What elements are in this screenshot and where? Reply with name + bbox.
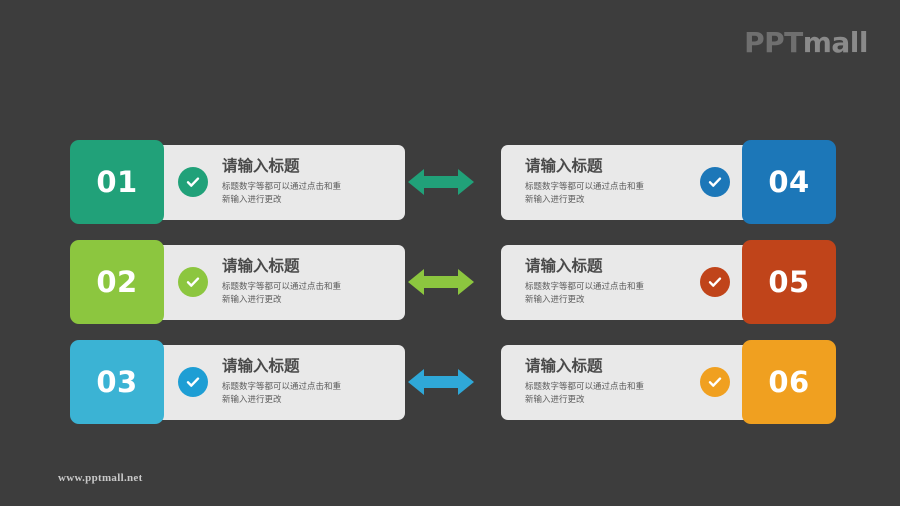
panel-title: 请输入标题 (222, 256, 300, 275)
panel-title: 请输入标题 (525, 356, 603, 375)
panel-title: 请输入标题 (525, 156, 603, 175)
panel-desc-line1: 标题数字等都可以通过点击和重 (525, 282, 645, 293)
row-right-group[interactable]: 请输入标题 标题数字等都可以通过点击和重 新输入进行更改 05 (501, 240, 836, 324)
diagram-row: 03 请输入标题 标题数字等都可以通过点击和重 新输入进行更改 (0, 340, 900, 424)
row-left-group[interactable]: 02 请输入标题 标题数字等都可以通过点击和重 新输入进行更改 (70, 240, 405, 324)
text-block: 请输入标题 标题数字等都可以通过点击和重 新输入进行更改 (517, 157, 700, 208)
number-label: 03 (96, 365, 138, 399)
number-label: 06 (768, 365, 810, 399)
check-icon (700, 367, 730, 397)
text-panel-left[interactable]: 请输入标题 标题数字等都可以通过点击和重 新输入进行更改 (160, 144, 405, 220)
panel-desc-line1: 标题数字等都可以通过点击和重 (222, 382, 342, 393)
text-block: 请输入标题 标题数字等都可以通过点击和重 新输入进行更改 (517, 357, 700, 408)
row-right-group[interactable]: 请输入标题 标题数字等都可以通过点击和重 新输入进行更改 04 (501, 140, 836, 224)
panel-title: 请输入标题 (525, 256, 603, 275)
number-label: 05 (768, 265, 810, 299)
check-icon (700, 167, 730, 197)
panel-desc-line2: 新输入进行更改 (222, 295, 282, 306)
number-badge-02[interactable]: 02 (70, 240, 164, 324)
panel-desc-line2: 新输入进行更改 (525, 395, 585, 406)
panel-desc-line1: 标题数字等都可以通过点击和重 (222, 182, 342, 193)
check-icon (178, 167, 208, 197)
text-panel-right[interactable]: 请输入标题 标题数字等都可以通过点击和重 新输入进行更改 (501, 344, 746, 420)
row-left-group[interactable]: 01 请输入标题 标题数字等都可以通过点击和重 新输入进行更改 (70, 140, 405, 224)
text-panel-right[interactable]: 请输入标题 标题数字等都可以通过点击和重 新输入进行更改 (501, 144, 746, 220)
text-block: 请输入标题 标题数字等都可以通过点击和重 新输入进行更改 (517, 257, 700, 308)
panel-desc-line1: 标题数字等都可以通过点击和重 (222, 282, 342, 293)
text-panel-left[interactable]: 请输入标题 标题数字等都可以通过点击和重 新输入进行更改 (160, 344, 405, 420)
footer-url: www.pptmall.net (58, 472, 143, 484)
text-panel-right[interactable]: 请输入标题 标题数字等都可以通过点击和重 新输入进行更改 (501, 244, 746, 320)
number-label: 04 (768, 165, 810, 199)
panel-desc-line2: 新输入进行更改 (222, 195, 282, 206)
check-icon (178, 267, 208, 297)
double-arrow-blue (405, 365, 477, 399)
text-block: 请输入标题 标题数字等都可以通过点击和重 新输入进行更改 (208, 357, 351, 408)
number-label: 01 (96, 165, 138, 199)
panel-title: 请输入标题 (222, 156, 300, 175)
diagram-row: 01 请输入标题 标题数字等都可以通过点击和重 新输入进行更改 (0, 140, 900, 224)
number-badge-03[interactable]: 03 (70, 340, 164, 424)
text-panel-left[interactable]: 请输入标题 标题数字等都可以通过点击和重 新输入进行更改 (160, 244, 405, 320)
check-icon (700, 267, 730, 297)
panel-desc-line2: 新输入进行更改 (222, 395, 282, 406)
logo-text-main: PPT (744, 26, 803, 59)
diagram-rows: 01 请输入标题 标题数字等都可以通过点击和重 新输入进行更改 (0, 140, 900, 440)
text-block: 请输入标题 标题数字等都可以通过点击和重 新输入进行更改 (208, 157, 351, 208)
panel-desc-line2: 新输入进行更改 (525, 295, 585, 306)
number-badge-01[interactable]: 01 (70, 140, 164, 224)
number-badge-04[interactable]: 04 (742, 140, 836, 224)
number-badge-05[interactable]: 05 (742, 240, 836, 324)
double-arrow-lightgreen (405, 265, 477, 299)
pptmall-logo: PPTmall (744, 26, 868, 59)
panel-desc-line1: 标题数字等都可以通过点击和重 (525, 382, 645, 393)
diagram-row: 02 请输入标题 标题数字等都可以通过点击和重 新输入进行更改 (0, 240, 900, 324)
row-left-group[interactable]: 03 请输入标题 标题数字等都可以通过点击和重 新输入进行更改 (70, 340, 405, 424)
panel-desc-line1: 标题数字等都可以通过点击和重 (525, 182, 645, 193)
logo-text-accent: mall (802, 26, 869, 59)
panel-title: 请输入标题 (222, 356, 300, 375)
row-right-group[interactable]: 请输入标题 标题数字等都可以通过点击和重 新输入进行更改 06 (501, 340, 836, 424)
number-label: 02 (96, 265, 138, 299)
number-badge-06[interactable]: 06 (742, 340, 836, 424)
panel-desc-line2: 新输入进行更改 (525, 195, 585, 206)
double-arrow-green (405, 165, 477, 199)
check-icon (178, 367, 208, 397)
text-block: 请输入标题 标题数字等都可以通过点击和重 新输入进行更改 (208, 257, 351, 308)
